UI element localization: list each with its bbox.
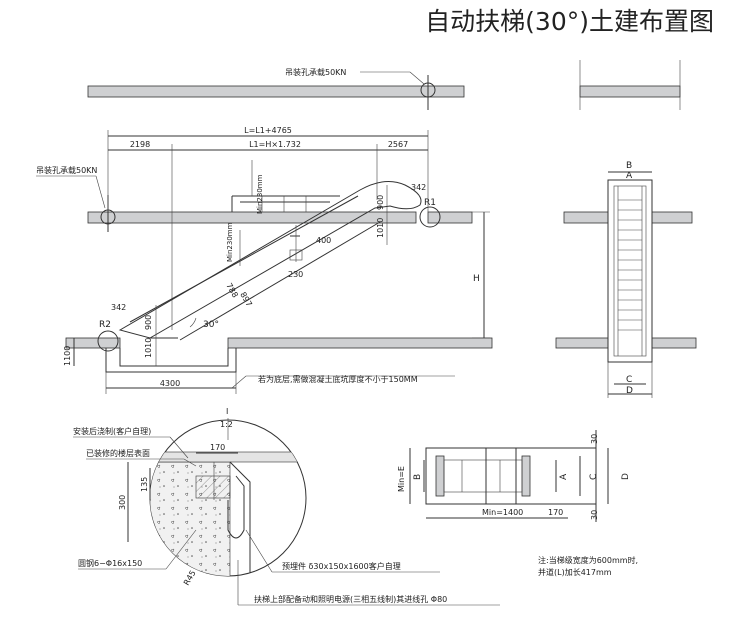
dim-total: L=L1+4765 <box>244 126 292 135</box>
top-ceiling-slab <box>87 85 465 98</box>
dim-342-top: 342 <box>411 183 426 192</box>
detail-i: I 1:2 安装后浇制(客户自理) 已装修的楼层表面 170 135 300 圆… <box>73 407 500 606</box>
dim-r45: R45 <box>182 569 198 587</box>
step-lines <box>618 199 642 331</box>
pit-outline <box>425 447 597 505</box>
dim-342-bottom: 342 <box>111 303 126 312</box>
min230-top-label: Min230mm <box>256 174 264 214</box>
r2-label: R2 <box>99 320 111 330</box>
dim-h: H <box>473 274 480 284</box>
dim-788: 788 <box>224 282 239 300</box>
top-ceiling-slab-side <box>579 85 681 98</box>
plan-a-label: A <box>559 473 569 480</box>
side-c-label: C <box>626 375 632 385</box>
detail-id: I <box>226 407 228 416</box>
dim-170: 170 <box>210 443 225 452</box>
r1-circle-icon <box>419 206 441 228</box>
r2-circle-icon <box>97 330 119 352</box>
note-finished-floor: 已装修的楼层表面 <box>86 448 150 458</box>
plan-view: 30 30 A C D Min=E B Min=1400 170 <box>397 430 631 522</box>
dim-170-plan: 170 <box>548 508 563 517</box>
dim-1010-bottom: 1010 <box>144 338 153 358</box>
dim-1010-top: 1010 <box>376 218 385 238</box>
dim-mid: L1=H×1.732 <box>249 140 301 149</box>
footnote-line2: 并道(L)加长417mm <box>538 567 612 577</box>
note-rebar: 圆钢6−Φ16x150 <box>78 558 142 568</box>
plan-b-label: B <box>413 474 423 480</box>
dim-4300: 4300 <box>160 379 180 388</box>
footnote-line1: 注:当梯级宽度为600mm时, <box>538 555 638 565</box>
upper-floor-slab-left <box>87 211 417 224</box>
lower-floor-slab-right <box>227 337 493 349</box>
escalator-truss-outline <box>118 180 422 339</box>
dim-900-top: 900 <box>376 195 385 210</box>
note-embedded: 预埋件 δ30x150x1600客户自理 <box>282 561 401 571</box>
dim-900-bottom: 900 <box>144 315 153 330</box>
pit-note: 若为底层,需做混凝土底坑厚度不小于150MM <box>258 374 418 384</box>
hole-load-top-label: 吊装孔承载50KN <box>285 67 346 77</box>
side-d-label: D <box>626 386 633 396</box>
side-b-label: B <box>626 161 632 171</box>
dim-897: 897 <box>238 291 253 309</box>
dim-135: 135 <box>140 477 149 492</box>
dim-1100: 1100 <box>63 346 72 366</box>
plan-c-label: C <box>589 474 599 480</box>
lifting-hole-top-icon <box>420 82 436 98</box>
dim-30-top: 30 <box>590 434 599 444</box>
dim-min1400: Min=1400 <box>482 508 523 517</box>
plan-d-label: D <box>621 473 631 480</box>
angle-label: 30° <box>203 320 219 330</box>
plan-min-e-label: Min=E <box>397 466 406 492</box>
dim-left: 2198 <box>130 140 150 149</box>
side-a-label: A <box>626 171 633 181</box>
side-view: B A C D <box>555 161 697 398</box>
dim-300: 300 <box>118 495 127 510</box>
dim-right: 2567 <box>388 140 408 149</box>
min230-left-label: Min230mm <box>226 222 234 262</box>
upper-floor-slab-right <box>427 211 473 224</box>
page-title: 自动扶梯(30°)土建布置图 <box>425 7 714 36</box>
dim-30-bottom: 30 <box>590 510 599 520</box>
dim-400: 400 <box>316 236 331 245</box>
dim-230: 230 <box>288 270 303 279</box>
detail-scale: 1:2 <box>220 420 233 429</box>
note-post-pour: 安装后浇制(客户自理) <box>73 426 151 436</box>
note-power: 扶梯上部配备动和照明电源(三相五线制)其进线孔 Φ80 <box>254 594 447 604</box>
hole-load-left-label: 吊装孔承载50KN <box>36 165 97 175</box>
lower-floor-slab-left <box>65 337 121 349</box>
r1-label: R1 <box>424 198 436 208</box>
